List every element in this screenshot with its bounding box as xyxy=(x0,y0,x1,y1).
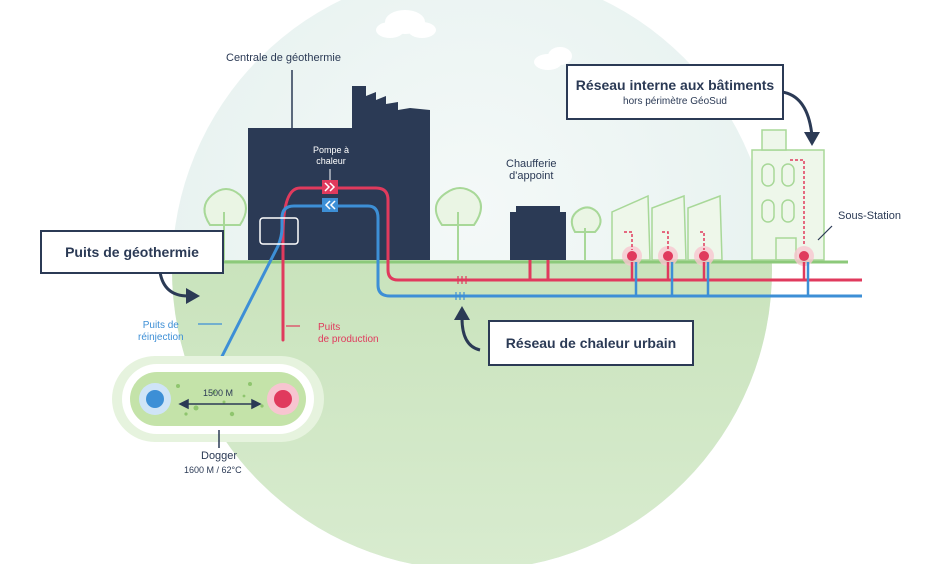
heat-pump-label: Pompe à chaleur xyxy=(300,143,362,169)
internal-network-callout: Réseau interne aux bâtiments hors périmè… xyxy=(566,64,784,120)
pump-arrow-hot-icon xyxy=(322,180,338,194)
dogger-depth-label: 1600 M / 62°C xyxy=(184,465,242,475)
arrowhead-well-icon xyxy=(186,288,200,304)
backup-boiler-label: Chaufferie d'appoint xyxy=(506,158,557,182)
house-heat-points xyxy=(622,231,714,296)
flow-marks xyxy=(455,276,862,300)
dogger-aquifer xyxy=(112,356,324,442)
distance-arrow-icon xyxy=(178,398,262,410)
heat-pump-label-line2: chaleur xyxy=(316,156,346,166)
reinjection-label-line1: Puits de xyxy=(142,320,179,331)
arrow-to-well-icon xyxy=(158,271,189,298)
production-well-label: Puits de production xyxy=(318,322,379,346)
substation-label: Sous-Station xyxy=(838,210,901,222)
arrow-to-building-icon xyxy=(781,90,814,137)
production-label-line2: de production xyxy=(318,334,379,345)
geothermal-well-title: Puits de géothermie xyxy=(65,244,199,260)
backup-boiler-label-line2: d'appoint xyxy=(509,170,554,182)
backup-boiler-building xyxy=(510,206,566,280)
geothermal-well-callout: Puits de géothermie xyxy=(40,230,224,274)
urban-heat-network-callout: Réseau de chaleur urbain xyxy=(488,320,694,366)
apartment-building xyxy=(751,129,825,261)
reinjection-well-label: Puits de réinjection xyxy=(138,320,184,344)
heat-pump-label-line1: Pompe à xyxy=(312,145,350,155)
production-label-line1: Puits xyxy=(318,322,341,333)
reinjection-label-line2: réinjection xyxy=(138,332,184,343)
cloud-icon xyxy=(376,10,572,70)
heat-exchanger xyxy=(259,217,299,245)
internal-network-title: Réseau interne aux bâtiments xyxy=(575,77,775,93)
substation-heat-point xyxy=(790,159,833,296)
pump-arrow-cold-icon xyxy=(322,198,338,212)
tree-icon xyxy=(203,187,602,260)
plant-label: Centrale de géothermie xyxy=(226,52,341,64)
internal-network-subtitle: hors périmètre GéoSud xyxy=(623,96,727,107)
backup-boiler-label-line1: Chaufferie xyxy=(506,158,557,170)
arrowhead-building-icon xyxy=(804,132,820,146)
arrowhead-network-icon xyxy=(454,306,470,320)
urban-heat-network-title: Réseau de chaleur urbain xyxy=(505,335,677,351)
dogger-label: Dogger xyxy=(201,450,238,462)
distance-label: 1500 M xyxy=(203,388,234,398)
arrow-to-network-icon xyxy=(460,317,481,352)
